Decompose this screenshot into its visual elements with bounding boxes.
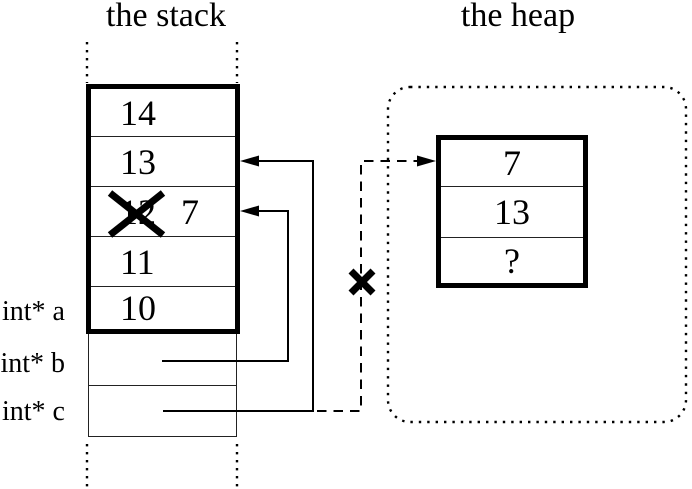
- stack-cell: 10: [91, 286, 235, 329]
- stack-cell-value: 10: [120, 288, 156, 328]
- heap-cell-value: 7: [503, 143, 521, 183]
- heap-object-box: 7 13 ?: [436, 135, 588, 288]
- x-mark-dangling-pointer-icon: [348, 268, 376, 296]
- stack-frame-box: 14 13 12 7 11 10: [86, 84, 240, 334]
- heap-cell-value: 13: [494, 192, 530, 232]
- stack-cell: 13: [91, 136, 235, 186]
- heap-cell: 7: [441, 140, 583, 186]
- stack-title: the stack: [106, 0, 226, 34]
- stack-cell-value: 11: [120, 241, 155, 282]
- arrowhead-into-stack-7-icon: [240, 205, 259, 217]
- pointer-slot-c: [89, 386, 236, 436]
- pointer-slot-b: [89, 334, 236, 386]
- stack-cell-value: 13: [120, 141, 156, 182]
- stack-cell: 14: [91, 89, 235, 136]
- dangling-pointer-line-to-heap: [317, 160, 419, 412]
- pointer-label-c: int* c: [2, 396, 65, 427]
- crossed-out-old-value: 12: [120, 191, 156, 232]
- heap-cell: 13: [441, 186, 583, 237]
- pointer-slots-box: [88, 334, 237, 437]
- heap-cell: ?: [441, 237, 583, 283]
- arrowhead-into-heap-icon: [417, 155, 436, 167]
- x-mark-dangling-pointer-icon: [348, 268, 376, 296]
- heap-cell-value: ?: [504, 240, 520, 281]
- stack-cell-value: 14: [120, 92, 156, 133]
- stack-cell: 11: [91, 236, 235, 286]
- arrowhead-into-stack-13-icon: [240, 155, 259, 167]
- heap-title: the heap: [460, 0, 576, 34]
- stack-cell-crossed-out: 12 7: [91, 186, 235, 236]
- replacement-value: 7: [181, 191, 199, 232]
- pointer-label-a: int* a: [2, 296, 65, 327]
- pointer-label-b: int* b: [0, 348, 65, 379]
